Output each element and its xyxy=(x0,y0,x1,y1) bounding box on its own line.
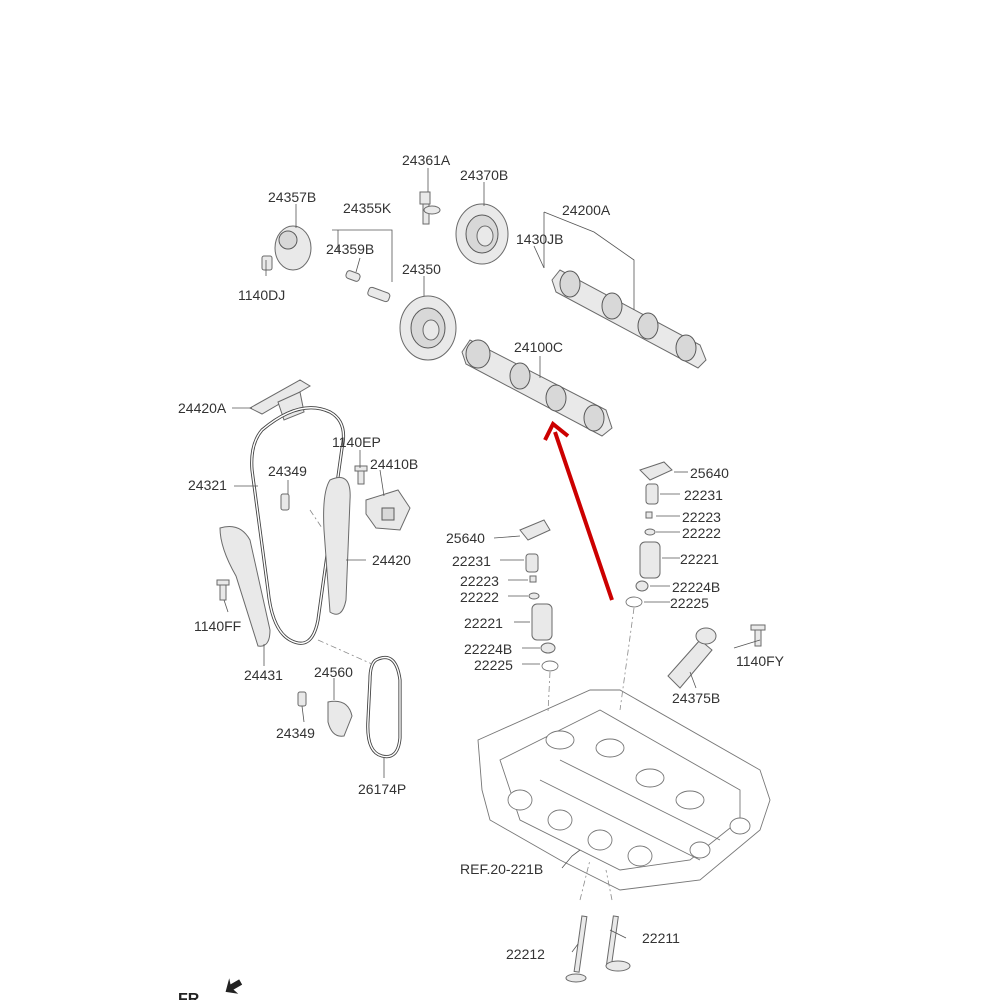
tensioner-24410B xyxy=(365,489,411,531)
part-label-25640-right: 25640 xyxy=(690,465,729,481)
part-label-22212: 22212 xyxy=(506,946,545,962)
part-label-22225-left: 22225 xyxy=(474,657,513,673)
part-label-22225-right: 22225 xyxy=(670,595,709,611)
part-label-24100C: 24100C xyxy=(514,339,563,355)
part-label-24560: 24560 xyxy=(314,664,353,680)
part-label-22231-left: 22231 xyxy=(452,553,491,569)
part-label-24420: 24420 xyxy=(372,552,411,568)
sprocket-24370B xyxy=(455,203,509,265)
part-label-24200A: 24200A xyxy=(562,202,611,218)
part-label-1140DJ: 1140DJ xyxy=(238,287,285,303)
valvetrain-left xyxy=(519,519,559,672)
front-direction-label: FR xyxy=(178,991,200,1000)
part-label-22221-right: 22221 xyxy=(680,551,719,567)
bolt-24349-top xyxy=(280,493,290,511)
part-label-24420A: 24420A xyxy=(178,400,227,416)
intake-valve-22211 xyxy=(605,915,631,972)
part-label-24410B: 24410B xyxy=(370,456,418,472)
bolt-24349-bottom xyxy=(297,691,307,707)
part-label-22223-left: 22223 xyxy=(460,573,499,589)
part-label-24349-top: 24349 xyxy=(268,463,307,479)
part-label-25640-left: 25640 xyxy=(446,530,485,546)
part-label-24370B: 24370B xyxy=(460,167,508,183)
part-label-24350: 24350 xyxy=(402,261,441,277)
part-label-24321: 24321 xyxy=(188,477,227,493)
part-label-22224B-left: 22224B xyxy=(464,641,512,657)
chain-guide-24420A xyxy=(248,379,311,421)
part-label-22231-right: 22231 xyxy=(684,487,723,503)
front-direction-marker xyxy=(225,978,243,994)
part-label-24431: 24431 xyxy=(244,667,283,683)
part-label-24357B: 24357B xyxy=(268,189,316,205)
part-label-24375B: 24375B xyxy=(672,690,720,706)
tensioner-arm-24420 xyxy=(323,477,351,615)
dowel-pins-24359B xyxy=(345,270,391,303)
oil-pump-chain-26174P xyxy=(366,655,402,759)
oil-control-valve-24375B xyxy=(667,627,717,689)
valvetrain-right xyxy=(625,461,673,608)
part-label-22221-left: 22221 xyxy=(464,615,503,631)
part-label-1140FY: 1140FY xyxy=(736,653,785,669)
part-label-22224B-right: 22224B xyxy=(672,579,720,595)
part-label-24355K: 24355K xyxy=(343,200,392,216)
exhaust-valve-22212 xyxy=(565,915,588,983)
bolt-1140FF xyxy=(216,579,230,601)
part-label-24349-bottom: 24349 xyxy=(276,725,315,741)
cvvt-cover-24357B xyxy=(261,225,312,271)
reference-label: REF.20-221B xyxy=(460,861,543,877)
part-label-22222-right: 22222 xyxy=(682,525,721,541)
part-label-26174P: 26174P xyxy=(358,781,406,797)
cylinder-head xyxy=(477,689,771,891)
part-label-24359B: 24359B xyxy=(326,241,374,257)
tensioner-24560 xyxy=(327,700,353,737)
sprocket-24350 xyxy=(399,295,457,361)
part-label-24361A: 24361A xyxy=(402,152,451,168)
exhaust-camshaft-24200A xyxy=(551,269,707,369)
part-label-1430JB: 1430JB xyxy=(516,231,563,247)
part-label-1140EP: 1140EP xyxy=(332,434,381,450)
part-label-22223-right: 22223 xyxy=(682,509,721,525)
part-label-22211: 22211 xyxy=(642,930,680,946)
highlight-arrow xyxy=(543,420,614,601)
leader-lines xyxy=(223,168,761,953)
part-label-22222-left: 22222 xyxy=(460,589,499,605)
intake-camshaft-24100C xyxy=(461,339,613,437)
bolt-1140FY xyxy=(750,624,766,647)
part-label-1140FF: 1140FF xyxy=(194,618,241,634)
timing-chain-24321 xyxy=(250,406,346,645)
bolt-1140EP xyxy=(354,465,368,485)
bolt-24361A xyxy=(419,191,441,225)
chain-guide-24431 xyxy=(219,526,271,647)
